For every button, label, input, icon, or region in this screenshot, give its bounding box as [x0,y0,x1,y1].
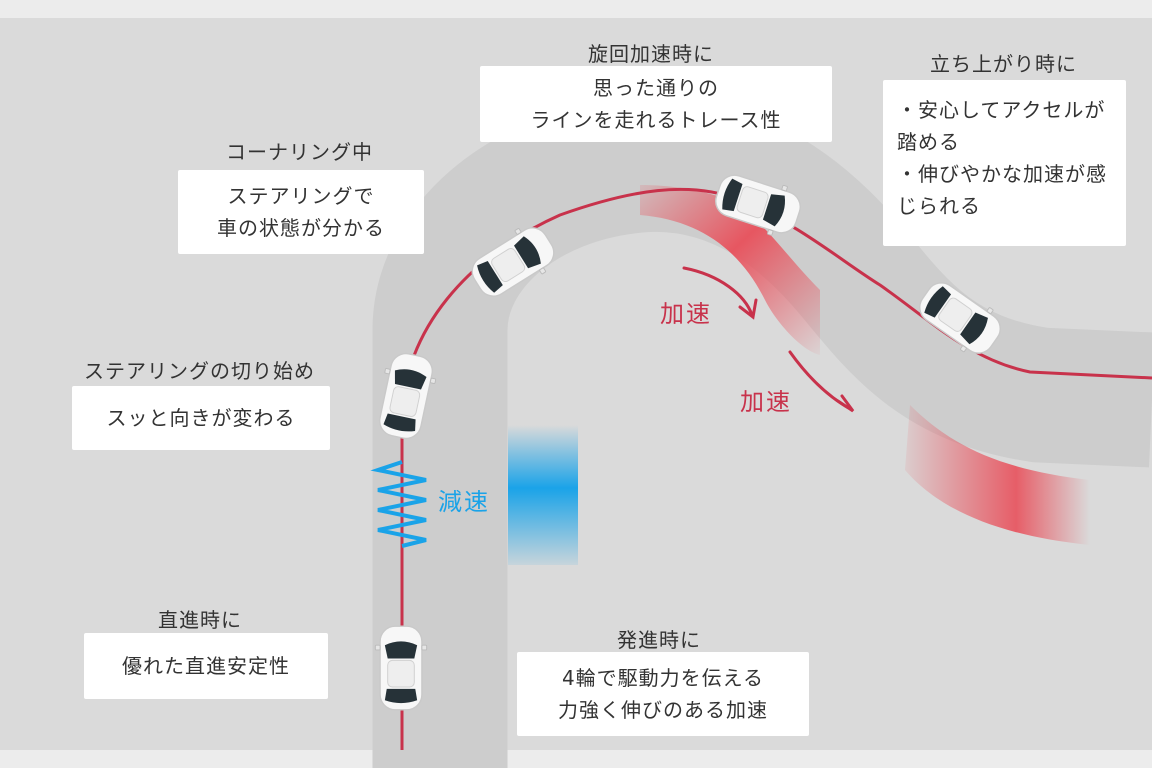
car-top-view-icon [374,625,428,711]
cornering-line-1: ステアリングで [227,184,375,208]
cornering-title: コーナリング中 [226,140,373,164]
launch-title: 発進時に [617,628,701,652]
launch-line-1: 4輪で駆動力を伝える [561,666,765,690]
steer-begin-line-1: スッと向きが変わる [106,406,296,430]
cornering-line-2: 車の状態が分かる [217,216,385,240]
exit-line-3: ・伸びやかな加速が感 [897,162,1107,186]
exit-box: ・安心してアクセルが 踏める ・伸びやかな加速が感 じられる [883,80,1126,246]
decel-label: 減速 [438,488,490,516]
accel-label-1: 加速 [660,300,712,328]
start-box: 優れた直進安定性 [84,633,328,699]
exit-title: 立ち上がり時に [930,52,1077,76]
cornering-box: ステアリングで 車の状態が分かる [178,170,424,254]
accel-zone-1 [640,185,820,355]
exit-line-4: じられる [897,194,981,218]
launch-box: 4輪で駆動力を伝える 力強く伸びのある加速 [517,652,809,736]
turn-accel-title: 旋回加速時に [588,42,714,66]
steer-begin-box: スッと向きが変わる [72,386,330,450]
curved-arrow-icon [682,266,758,320]
turn-accel-box: 思った通りの ラインを走れるトレース性 [480,66,832,142]
accel-label-2: 加速 [740,388,792,416]
launch-line-2: 力強く伸びのある加速 [558,698,768,722]
accel-zone-2 [905,405,1090,545]
exit-line-1: ・安心してアクセルが [897,98,1106,122]
exit-line-2: 踏める [897,130,960,154]
start-line-1: 優れた直進安定性 [122,654,290,678]
turn-accel-line-1: 思った通りの [593,76,719,100]
turn-accel-line-2: ラインを走れるトレース性 [530,108,782,132]
curved-arrow-icon [788,350,855,413]
zigzag-decel-icon [370,460,427,548]
decel-zone [508,425,578,565]
steer-begin-title: ステアリングの切り始め [84,359,315,383]
start-title: 直進時に [158,608,242,632]
